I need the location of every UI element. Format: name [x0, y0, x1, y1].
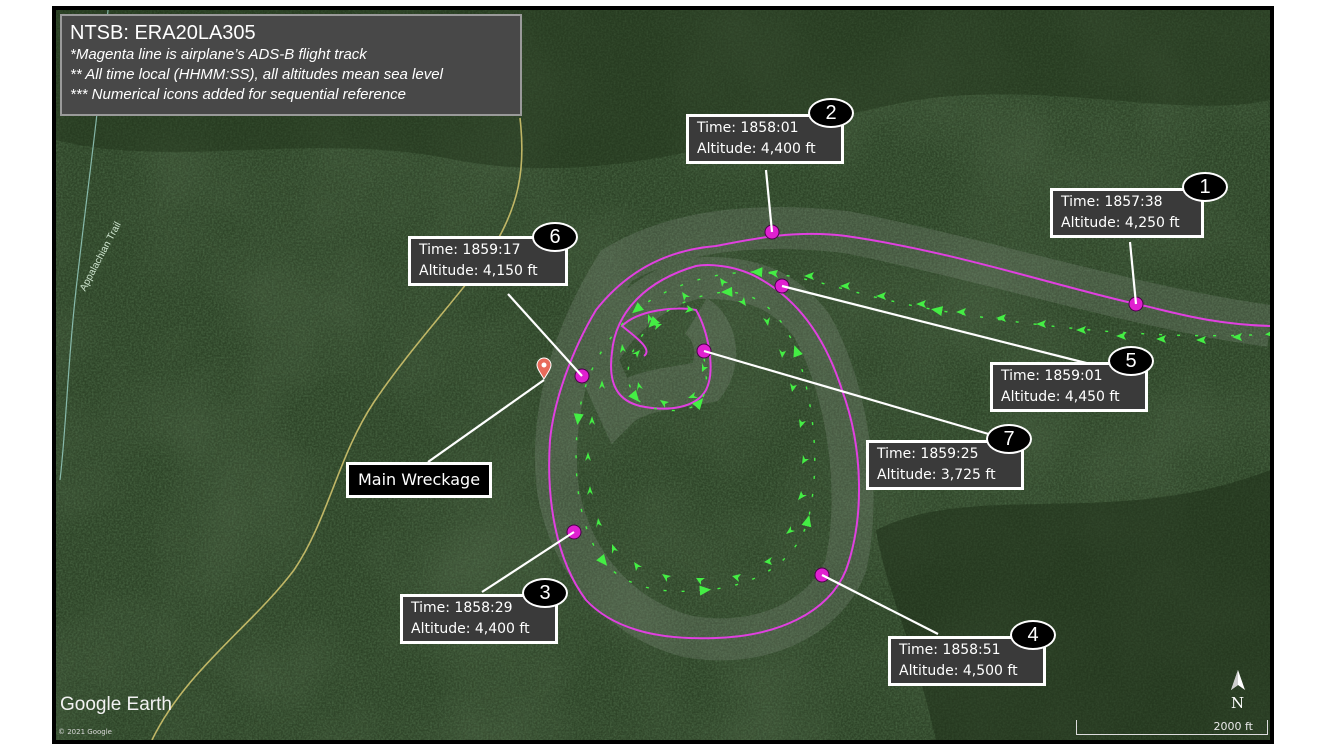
callout-1-time: Time: 1857:38	[1061, 194, 1163, 210]
callout-5-altitude: Altitude: 4,450 ft	[1001, 389, 1120, 405]
callout-6-time: Time: 1859:17	[419, 242, 521, 258]
note-icons: *** Numerical icons added for sequential…	[70, 86, 407, 103]
title-panel: NTSB: ERA20LA305 *Magenta line is airpla…	[60, 14, 522, 116]
arrow-chevrons	[585, 270, 1242, 585]
callout-1-altitude: Altitude: 4,250 ft	[1061, 215, 1180, 231]
callout-2: Time: 1858:01 Altitude: 4,400 ft	[686, 114, 844, 164]
north-label: N	[1231, 694, 1245, 712]
sequence-icon-6: 6	[532, 222, 578, 252]
callout-7-time: Time: 1859:25	[877, 446, 979, 462]
callout-3-altitude: Altitude: 4,400 ft	[411, 621, 530, 637]
callout-2-time: Time: 1858:01	[697, 120, 799, 136]
scale-bar: 2000 ft	[1076, 720, 1268, 735]
callout-7-altitude: Altitude: 3,725 ft	[877, 467, 996, 483]
direction-arrows	[573, 267, 1270, 596]
callout-4-altitude: Altitude: 4,500 ft	[899, 663, 1018, 679]
sequence-icon-4: 4	[1010, 620, 1056, 650]
callout-3: Time: 1858:29 Altitude: 4,400 ft	[400, 594, 558, 644]
scale-label: 2000 ft	[1213, 720, 1253, 733]
callout-4-time: Time: 1858:51	[899, 642, 1001, 658]
google-earth-logo: Google Earth	[60, 694, 172, 715]
north-arrow-icon	[1231, 670, 1245, 690]
note-time: ** All time local (HHMM:SS), all altitud…	[70, 66, 443, 83]
main-wreckage-label: Main Wreckage	[346, 462, 493, 498]
figure-frame: Appalachian Trail NTSB: ERA20LA305 *Mage…	[52, 6, 1274, 744]
leader-lines	[427, 169, 1138, 635]
satellite-map[interactable]: Appalachian Trail NTSB: ERA20LA305 *Mage…	[56, 10, 1270, 740]
sequence-icon-1: 1	[1182, 172, 1228, 202]
note-track: *Magenta line is airplane’s ADS-B flight…	[70, 46, 367, 63]
callout-3-time: Time: 1858:29	[411, 600, 513, 616]
callout-1: Time: 1857:38 Altitude: 4,250 ft	[1050, 188, 1204, 238]
sequence-icon-7: 7	[986, 424, 1032, 454]
north-arrow: N	[1226, 668, 1250, 714]
callout-6: Time: 1859:17 Altitude: 4,150 ft	[408, 236, 568, 286]
sequence-icon-5: 5	[1108, 346, 1154, 376]
callout-5: Time: 1859:01 Altitude: 4,450 ft	[990, 362, 1148, 412]
callout-5-time: Time: 1859:01	[1001, 368, 1103, 384]
case-title: NTSB: ERA20LA305	[70, 22, 256, 44]
callout-6-altitude: Altitude: 4,150 ft	[419, 263, 538, 279]
copyright-notice: © 2021 Google	[58, 728, 112, 736]
callout-2-altitude: Altitude: 4,400 ft	[697, 141, 816, 157]
trail-path	[151, 117, 523, 740]
sequence-icon-2: 2	[808, 98, 854, 128]
sequence-icon-3: 3	[522, 578, 568, 608]
wreckage-pin	[536, 357, 552, 380]
